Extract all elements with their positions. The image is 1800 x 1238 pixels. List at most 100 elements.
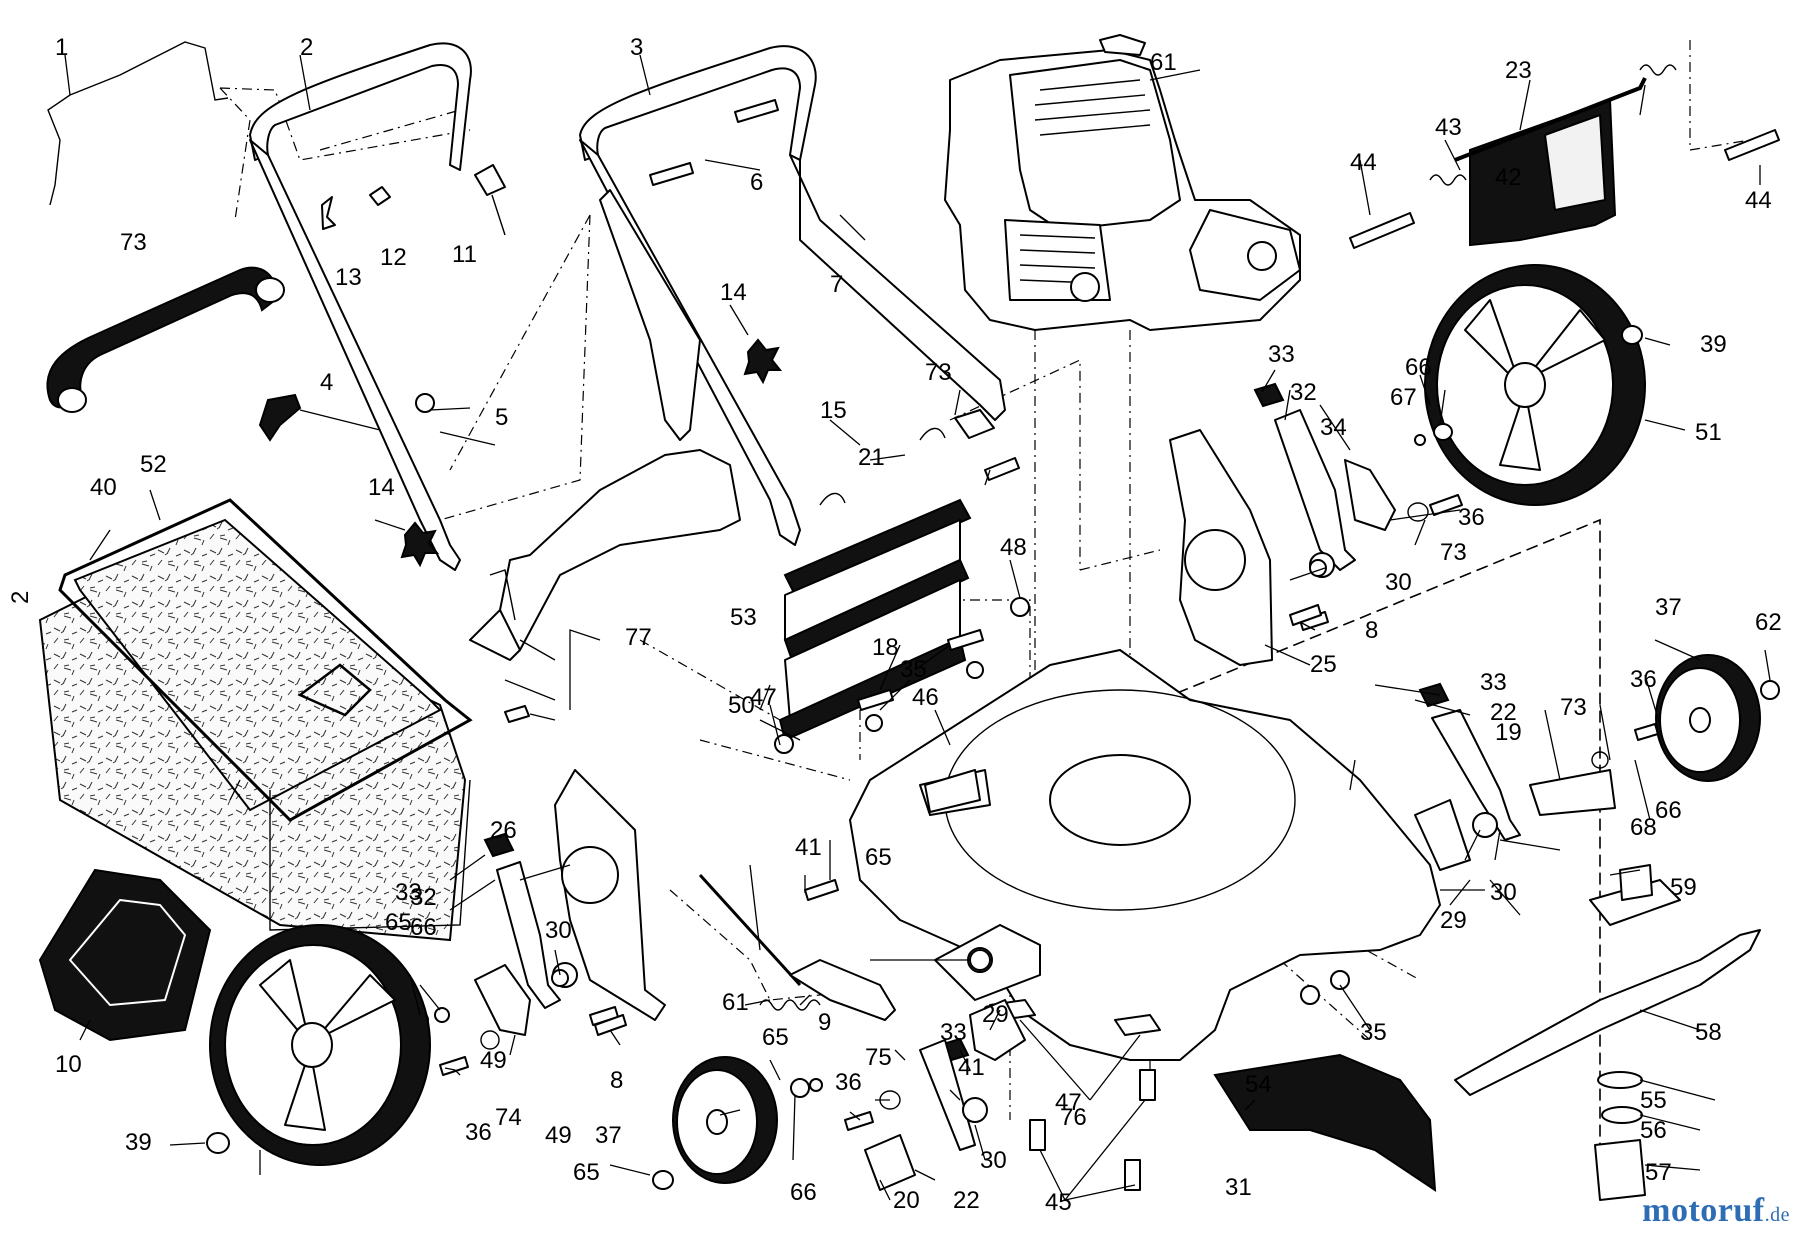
callout: 20: [893, 1187, 920, 1214]
callout: 32: [410, 884, 437, 911]
callout: 40: [90, 474, 117, 501]
watermark-logo: motoruf.de: [1642, 1192, 1790, 1230]
callout: 57: [1645, 1159, 1672, 1186]
upper-handle-left-arm: [249, 139, 461, 571]
callout: 65: [762, 1024, 789, 1051]
handle-grip: [46, 266, 277, 409]
callout: 65: [865, 844, 892, 871]
callout: 37: [595, 1122, 622, 1149]
callout: 45: [1045, 1189, 1072, 1216]
callout: 36: [465, 1119, 492, 1146]
leader-lines: [64, 54, 1771, 1201]
rear-flap-21: [783, 498, 972, 597]
callout: 21: [858, 444, 885, 471]
callout: 30: [980, 1147, 1007, 1174]
callout: 33: [1480, 669, 1507, 696]
callout: 73: [1440, 539, 1467, 566]
callout: 30: [545, 917, 572, 944]
callout: 52: [140, 451, 167, 478]
callout: 59: [1670, 874, 1697, 901]
callout: 36: [835, 1069, 862, 1096]
callout: 35: [1360, 1019, 1387, 1046]
callout: 77: [625, 624, 652, 651]
callout: 44: [1350, 149, 1377, 176]
callout: 65: [573, 1159, 600, 1186]
callout: 55: [1640, 1087, 1667, 1114]
callout: 66: [1405, 354, 1432, 381]
callout: 22: [1490, 699, 1517, 726]
callout: 66: [1655, 797, 1682, 824]
callout: 54: [1245, 1071, 1272, 1098]
rear-skirt-31: [1213, 1053, 1437, 1192]
front-wheel-right-37: [1655, 654, 1761, 782]
upper-handle-right: [579, 45, 817, 161]
callout: 14: [368, 474, 395, 501]
callout: 33: [940, 1019, 967, 1046]
callout: 53: [730, 604, 757, 631]
callout: 4: [320, 369, 333, 396]
blade-56: [1454, 929, 1761, 1096]
callout: 8: [1365, 617, 1378, 644]
callout: 47: [750, 684, 777, 711]
callout: 56: [1640, 1117, 1667, 1144]
front-wheel-left-37: [672, 1056, 778, 1184]
callout: 61: [1150, 49, 1177, 76]
control-bar: [47, 41, 229, 206]
callout: 74: [495, 1104, 522, 1131]
callout: 9: [818, 1009, 831, 1036]
callout: 12: [380, 244, 407, 271]
handle-knob-4: [258, 393, 302, 442]
callout: 62: [1755, 609, 1782, 636]
callout: 32: [1290, 379, 1317, 406]
callout: 34: [1320, 414, 1347, 441]
callout: 13: [335, 264, 362, 291]
callout: 47: [1055, 1089, 1082, 1116]
callout: 3: [630, 34, 643, 61]
callout: 49: [480, 1047, 507, 1074]
upper-handle-left: [249, 42, 472, 171]
callout: 50: [728, 692, 755, 719]
callout: 7: [830, 271, 843, 298]
watermark-tld: .de: [1764, 1204, 1790, 1226]
watermark-brand: motoruf: [1642, 1192, 1765, 1229]
rear-wheel-left-49: [209, 924, 431, 1166]
callout: 39: [125, 1129, 152, 1156]
mower-deck-52: [849, 649, 1441, 1061]
callout: 22: [953, 1187, 980, 1214]
callout: 66: [410, 914, 437, 941]
callout: 15: [820, 397, 847, 424]
callout: 51: [1695, 419, 1722, 446]
callout: 29: [1440, 907, 1467, 934]
callout: 30: [1490, 879, 1517, 906]
callout: 41: [795, 834, 822, 861]
callout: 73: [120, 229, 147, 256]
callout: 11: [452, 241, 477, 268]
callout: 49: [545, 1122, 572, 1149]
lower-handle-right: [789, 154, 1006, 421]
callout: 18: [872, 634, 899, 661]
callout: 75: [865, 1044, 892, 1071]
callout: 10: [55, 1051, 82, 1078]
callout: 44: [1745, 187, 1772, 214]
callout: 5: [495, 404, 508, 431]
callout: 73: [925, 359, 952, 386]
callout: 67: [1390, 384, 1417, 411]
grass-bag-50: [73, 518, 442, 812]
callout: 61: [722, 989, 749, 1016]
side-page-marker: 2: [7, 591, 34, 604]
callout: 26: [490, 817, 517, 844]
callout: 19: [1495, 719, 1522, 746]
callout: 33: [395, 879, 422, 906]
engine-59: [944, 34, 1301, 331]
callout: 68: [1630, 814, 1657, 841]
callout: 48: [1000, 534, 1027, 561]
callout: 41: [958, 1054, 985, 1081]
callout: 30: [1385, 569, 1412, 596]
callout: 31: [1225, 1174, 1252, 1201]
callout: 66: [790, 1179, 817, 1206]
callout: 8: [610, 1067, 623, 1094]
parts: [38, 34, 1780, 1201]
callout: 46: [912, 684, 939, 711]
callout: 65: [385, 909, 412, 936]
